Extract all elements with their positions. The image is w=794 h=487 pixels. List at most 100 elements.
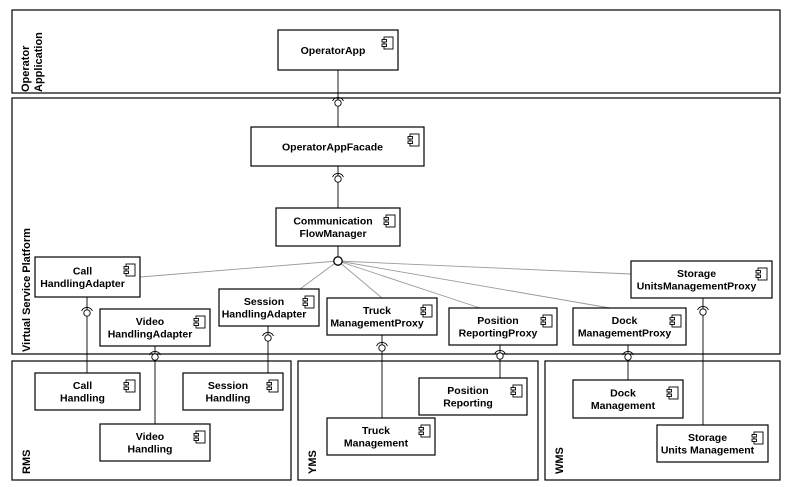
uml-component-icon [381,36,394,50]
provided-interface-icon [334,175,342,183]
component-label-position-reporting-1: Position [447,385,488,397]
component-label-call-handling-adapter-1: Call [73,266,92,278]
component-label-truck-management-2: Management [344,438,409,450]
component-label-position-reporting-2: Reporting [443,398,493,410]
provided-interface-icon [83,309,91,317]
component-box [630,260,773,299]
lollipop-video-adapter-to-video-handling [149,346,161,424]
component-box [448,307,558,346]
fan-line-truck-management-proxy [337,260,383,299]
provided-interface-icon [496,352,504,360]
uml-component-icon [420,304,433,318]
provided-interface-icon [334,99,342,107]
uml-component-icon [751,431,764,445]
provided-interface-icon [264,334,272,342]
lollipop-operatorapp-to-facade [332,70,344,127]
component-label-dock-management-1: Dock [610,388,636,400]
uml-component-icon [193,315,206,329]
component-label-call-handling-adapter-2: HandlingAdapter [40,278,125,290]
component-label-communication-flow-manager-2: FlowManager [299,228,366,240]
component-label-session-handling-adapter-1: Session [244,296,284,308]
lollipop-dock-proxy-to-dock-management [622,345,634,380]
required-interface-socket-icon [332,173,344,178]
component-box [182,372,284,411]
component-label-session-handling-1: Session [208,380,248,392]
component-label-video-handling-2: Handling [128,444,173,456]
component-box [99,308,211,347]
lollipop-call-adapter-to-call-handling [81,297,93,373]
component-label-truck-management-proxy-2: ManagementProxy [330,318,424,330]
component-box [250,126,425,167]
component-box [326,297,438,336]
required-interface-socket-icon [494,350,506,355]
component-label-truck-management-1: Truck [362,425,390,437]
component-label-dock-management-2: Management [591,400,656,412]
component-label-position-reporting-proxy-2: ReportingProxy [459,328,538,340]
required-interface-socket-icon [697,306,709,311]
uml-component-icon [302,295,315,309]
fan-line-call-handling-adapter [139,260,339,278]
uml-component-icon [510,384,523,398]
component-label-video-handling-adapter-2: HandlingAdapter [108,329,193,341]
component-box [277,29,399,71]
fan-line-position-reporting-proxy [337,260,481,309]
uml-component-icon [193,430,206,444]
provided-interface-icon [699,308,707,316]
fan-line-dock-management-proxy [337,260,611,309]
component-label-session-handling-adapter-2: HandlingAdapter [222,309,307,321]
lollipop-facade-to-flowmanager [332,166,344,208]
component-box [326,417,436,456]
component-box [572,307,687,346]
component-label-storage-units-management-2: Units Management [661,445,755,457]
lane-label-rms: RMS [21,450,33,474]
lollipop-storage-proxy-to-storage-management [697,298,709,425]
component-label-video-handling-1: Video [136,431,164,443]
components: OperatorAppOperatorAppFacadeCommunicatio… [34,29,773,463]
lane-label-virtual-service-platform: Virtual Service Platform [21,228,33,352]
component-box [34,256,141,298]
component-label-position-reporting-proxy-1: Position [477,315,518,327]
component-box [275,207,401,247]
component-label-video-handling-adapter-1: Video [136,316,164,328]
provided-interface-icon [151,353,159,361]
component-label-session-handling-2: Handling [206,393,251,405]
required-interface-socket-icon [149,351,161,356]
hub-interface-icon [333,256,343,266]
uml-component-icon [540,314,553,328]
component-operator-app-facade: OperatorAppFacade [250,126,425,167]
required-interface-socket-icon [332,97,344,102]
component-box [418,377,528,416]
component-label-operator-app-1: OperatorApp [301,45,366,57]
uml-component-icon [418,424,431,438]
uml-component-icon [123,379,136,393]
uml-component-icon [407,133,420,147]
provided-interface-icon [624,353,632,361]
uml-component-icon [666,386,679,400]
lane-label-operator-application-1: Operator [20,45,32,92]
component-box [656,424,769,463]
component-label-call-handling-1: Call [73,380,92,392]
required-interface-socket-icon [262,332,274,337]
lane-label-operator-application-2: Application [33,32,45,92]
fan-line-session-handling-adapter [299,260,339,290]
lollipop-truck-proxy-to-truck-management [376,335,388,418]
component-operator-app: OperatorApp [277,29,399,71]
component-label-truck-management-proxy-1: Truck [363,305,391,317]
uml-component-icon [123,263,136,277]
lane-label-wms: WMS [554,447,566,474]
component-label-storage-units-management-proxy-1: Storage [677,268,716,280]
